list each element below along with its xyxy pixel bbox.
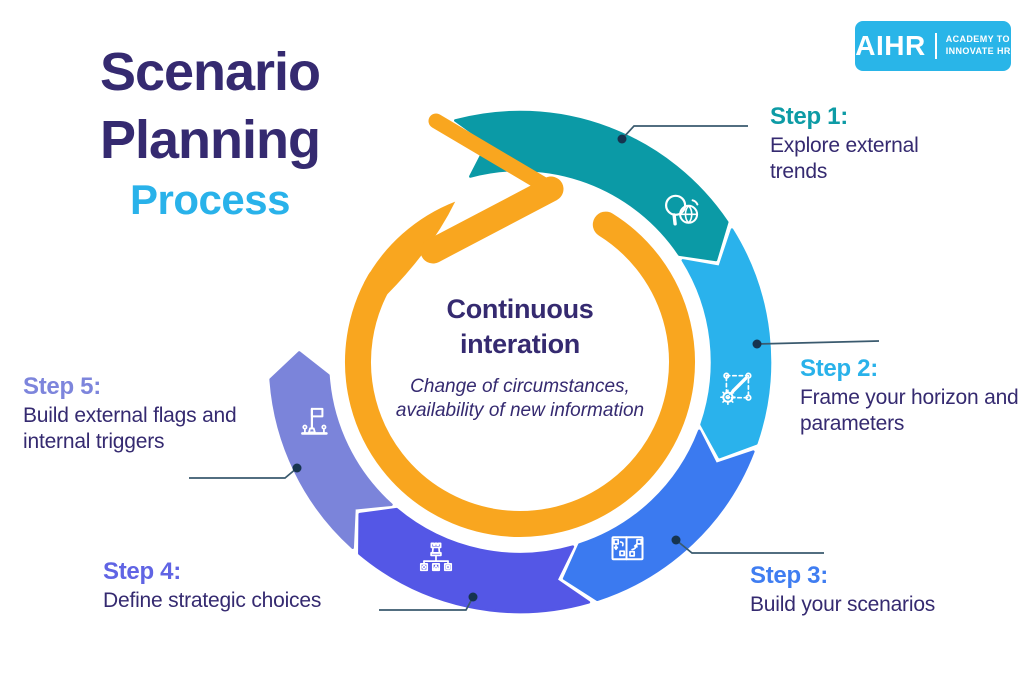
step-3-description: Build your scenarios bbox=[750, 593, 936, 616]
callout-dot-step-5 bbox=[292, 463, 302, 473]
flag-trigger-icon bbox=[301, 407, 328, 435]
step-5-text: Step 5: Build external flags and interna… bbox=[23, 373, 263, 455]
callout-dot-step-3 bbox=[671, 535, 681, 545]
center-subtitle-line-2: availability of new information bbox=[395, 400, 645, 422]
logo-brand-text: AIHR bbox=[855, 30, 926, 61]
frame-pencil-icon bbox=[720, 372, 752, 406]
step-5-label: Step 5: bbox=[23, 373, 101, 400]
step-2-description: Frame your horizon and parameters bbox=[800, 386, 1019, 436]
logo-divider bbox=[934, 33, 937, 59]
logo-tagline: ACADEMY TO INNOVATE HR bbox=[946, 34, 1011, 57]
title-line-3: Process bbox=[130, 176, 290, 224]
step-5-description: Build external flags and internal trigge… bbox=[23, 404, 237, 454]
center-heading-line-1: Continuous bbox=[446, 294, 594, 324]
callout-dot-step-1 bbox=[617, 134, 627, 144]
center-heading-line-2: interation bbox=[459, 329, 580, 360]
segment-step-1 bbox=[454, 110, 729, 262]
callout-line-step-5 bbox=[189, 467, 298, 479]
segment-step-4 bbox=[358, 507, 591, 614]
strategy-tree-icon bbox=[419, 542, 453, 572]
logo-tagline-line-1: ACADEMY TO bbox=[945, 34, 1010, 45]
step-3-label: Step 3: bbox=[750, 562, 828, 589]
logo-tagline-line-2: INNOVATE HR bbox=[945, 46, 1011, 56]
step-2-text: Step 2: Frame your horizon and parameter… bbox=[800, 355, 1024, 437]
step-2-label: Step 2: bbox=[800, 355, 878, 382]
scenario-matrix-icon bbox=[611, 536, 644, 561]
center-subtitle-line-1: Change of circumstances, bbox=[410, 376, 630, 398]
title-line-2: Planning bbox=[100, 110, 321, 171]
callout-line-step-4 bbox=[379, 596, 474, 611]
callout-line-step-2 bbox=[756, 340, 880, 345]
aihr-logo: AIHR ACADEMY TO INNOVATE HR bbox=[855, 21, 1011, 71]
callout-line-step-1 bbox=[621, 125, 748, 140]
step-4-label: Step 4: bbox=[103, 558, 181, 585]
step-1-label: Step 1: bbox=[770, 103, 848, 130]
center-text: Continuous interation Change of circumst… bbox=[370, 292, 670, 423]
step-1-text: Step 1: Explore external trends bbox=[770, 103, 970, 185]
magnifier-globe-icon bbox=[664, 194, 699, 226]
title-line-1: Scenario bbox=[99, 42, 321, 102]
callout-line-step-3 bbox=[675, 539, 824, 554]
segment-step-5 bbox=[269, 351, 393, 550]
step-4-description: Define strategic choices bbox=[103, 589, 322, 612]
continuous-cycle-arrow-icon bbox=[344, 113, 695, 537]
step-1-description: Explore external trends bbox=[770, 134, 919, 184]
callout-dot-step-4 bbox=[468, 592, 478, 602]
step-3-text: Step 3: Build your scenarios bbox=[750, 562, 1024, 618]
step-4-text: Step 4: Define strategic choices bbox=[103, 558, 413, 614]
page-title: Scenario Planning Process bbox=[40, 38, 380, 224]
callout-dot-step-2 bbox=[752, 339, 762, 349]
segment-step-3 bbox=[562, 429, 755, 602]
